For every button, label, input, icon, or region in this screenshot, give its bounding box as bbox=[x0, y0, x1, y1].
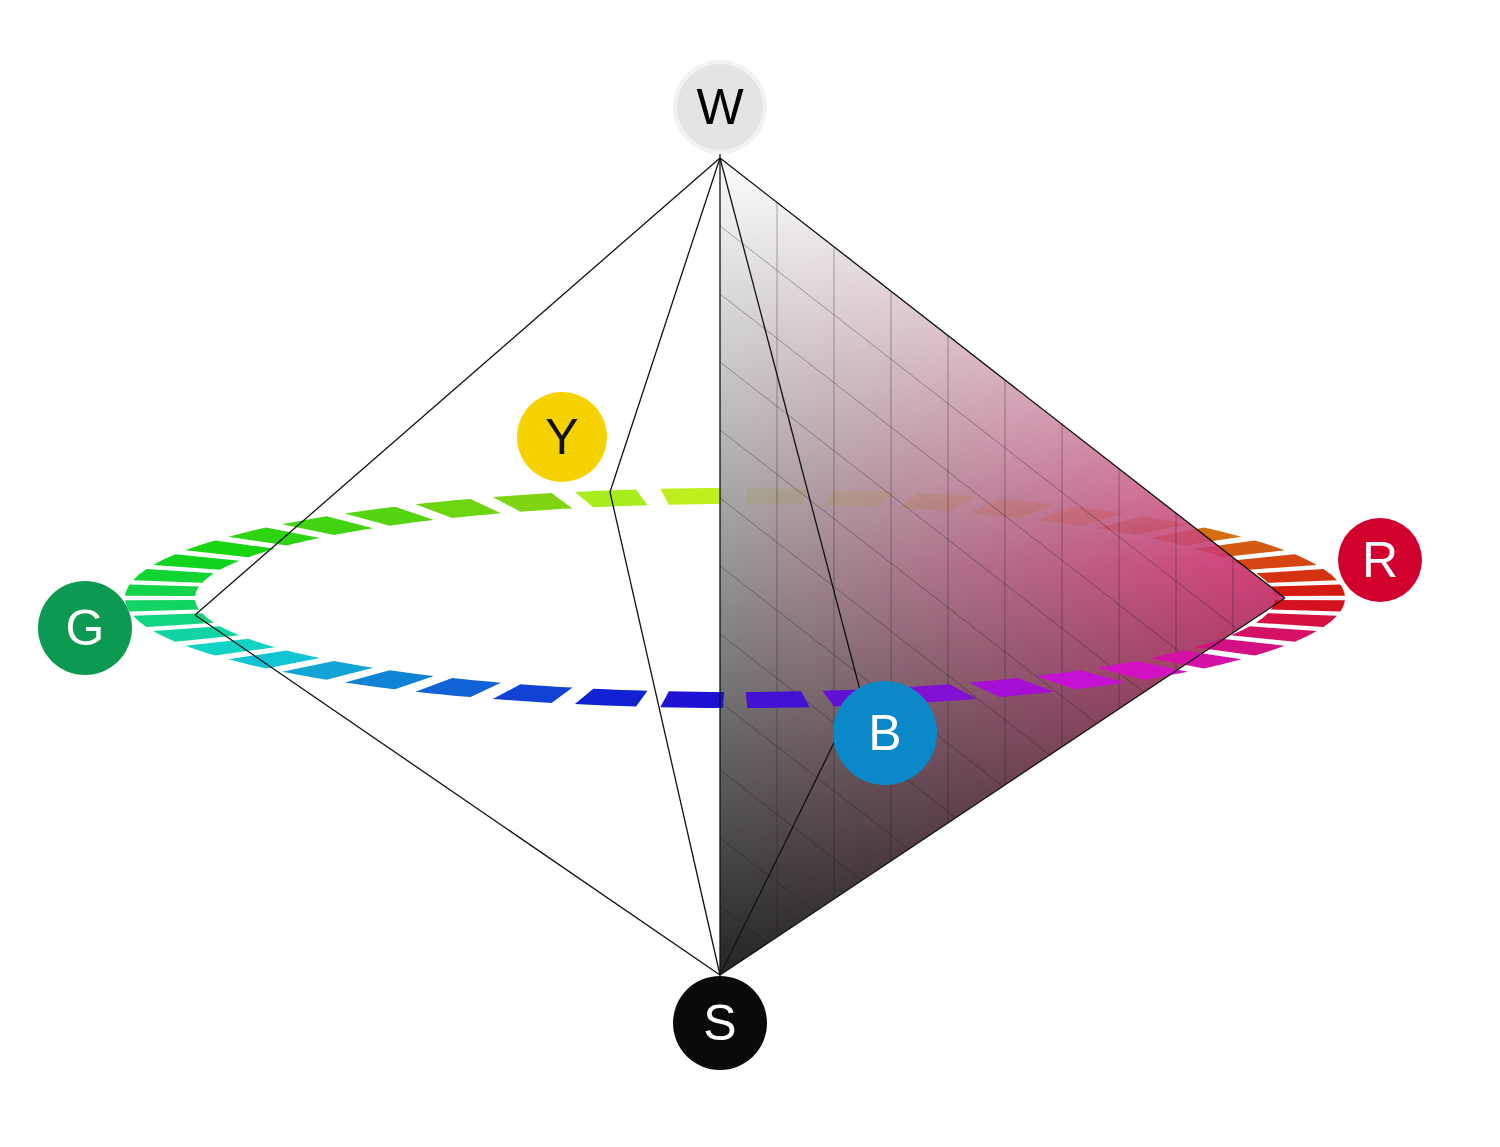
hue-segment bbox=[1097, 661, 1188, 680]
hue-segment bbox=[282, 661, 373, 680]
axis-line bbox=[719, 154, 720, 976]
hue-segment bbox=[1231, 626, 1317, 641]
grid-line bbox=[1062, 100, 1063, 1000]
grid-line bbox=[720, 22, 1300, 474]
grid-line bbox=[720, 90, 1300, 542]
color-circle: G bbox=[38, 581, 132, 675]
hue-segment bbox=[1271, 585, 1345, 597]
grid-line bbox=[720, 498, 1300, 950]
hue-segment bbox=[416, 499, 501, 518]
grid-line bbox=[720, 566, 1300, 1018]
hue-segment bbox=[660, 691, 724, 708]
hue-segment bbox=[660, 488, 724, 505]
hue-segment bbox=[345, 507, 434, 526]
hue-segment bbox=[185, 639, 275, 656]
hue-segment bbox=[1256, 569, 1337, 583]
hue-segment bbox=[125, 600, 199, 612]
grid-line bbox=[720, 0, 1300, 66]
grid-line bbox=[720, 838, 1300, 1147]
color-circle: B bbox=[833, 681, 937, 785]
hue-segment bbox=[493, 684, 573, 703]
color-letter: W bbox=[696, 82, 743, 132]
hue-segment bbox=[282, 516, 373, 535]
grid-line bbox=[948, 100, 949, 1000]
hue-segment bbox=[153, 626, 239, 641]
grid-line bbox=[720, 0, 1300, 406]
hue-segment bbox=[746, 691, 810, 708]
grid-line bbox=[720, 906, 1300, 1147]
hue-segment bbox=[153, 554, 239, 569]
grid-line bbox=[720, 770, 1300, 1147]
grid-line bbox=[1176, 100, 1177, 1000]
grid-line bbox=[1233, 100, 1234, 1000]
grid-line bbox=[720, 0, 1300, 270]
hue-segment bbox=[1036, 670, 1125, 689]
grid-line bbox=[720, 158, 1300, 610]
grid-line bbox=[720, 0, 1300, 338]
hue-segment bbox=[1150, 650, 1241, 668]
grid-line bbox=[1005, 100, 1006, 1000]
color-letter: B bbox=[868, 708, 901, 758]
grid-line bbox=[720, 634, 1300, 1086]
hue-segment bbox=[1195, 639, 1285, 656]
hue-segment bbox=[575, 689, 648, 707]
color-letter: Y bbox=[545, 412, 578, 462]
hue-segment bbox=[493, 493, 573, 512]
grid-line bbox=[720, 226, 1300, 678]
hue-segment bbox=[185, 540, 275, 557]
grid-line bbox=[720, 974, 1300, 1147]
color-circle: R bbox=[1338, 518, 1422, 602]
color-letter: G bbox=[66, 603, 105, 653]
grid-line bbox=[1119, 100, 1120, 1000]
grid-line bbox=[720, 702, 1300, 1147]
hue-segment bbox=[125, 585, 199, 597]
color-circle: Y bbox=[517, 392, 607, 482]
grid-line bbox=[720, 0, 1300, 202]
hue-segment bbox=[229, 528, 320, 546]
hue-segment bbox=[1256, 613, 1337, 627]
hue-segment bbox=[416, 678, 501, 697]
hue-segment bbox=[229, 650, 320, 668]
grid-line bbox=[720, 430, 1300, 882]
color-circle: W bbox=[673, 60, 767, 154]
grid-line bbox=[720, 0, 1300, 134]
hue-segment bbox=[345, 670, 434, 689]
grid-line bbox=[777, 100, 778, 1000]
grid-line bbox=[834, 100, 835, 1000]
color-circle: S bbox=[673, 976, 767, 1070]
grid-line bbox=[720, 294, 1300, 746]
hue-segment bbox=[969, 678, 1054, 697]
hue-segment bbox=[1271, 600, 1345, 612]
color-letter: S bbox=[703, 998, 736, 1048]
grid-line bbox=[720, 362, 1300, 814]
color-letter: R bbox=[1362, 535, 1398, 585]
hue-segment bbox=[133, 569, 214, 583]
grid-line bbox=[891, 100, 892, 1000]
